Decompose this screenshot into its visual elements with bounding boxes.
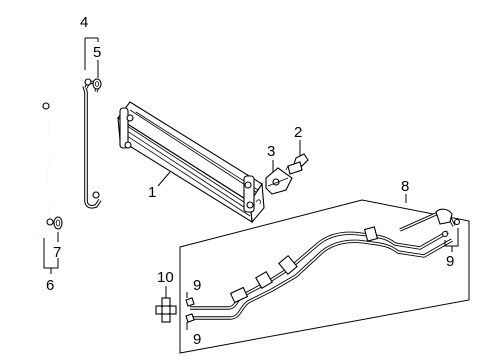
clip-9-lower — [185, 313, 195, 323]
bolt-2 — [285, 153, 309, 175]
leader-lines — [43, 37, 459, 330]
callout-9-lower: 9 — [193, 331, 201, 348]
clips-9-right — [441, 218, 461, 238]
callout-labels: 1 2 3 4 5 6 7 8 9 9 9 10 — [46, 14, 454, 348]
callout-8: 8 — [401, 178, 409, 195]
callout-1: 1 — [148, 184, 156, 201]
fitting-10 — [155, 297, 177, 323]
callout-9-right: 9 — [446, 253, 454, 270]
callout-6: 6 — [46, 277, 54, 294]
callout-5: 5 — [93, 44, 101, 61]
callout-9-upper: 9 — [193, 277, 201, 294]
left-cooler-line — [35, 102, 54, 239]
upper-cooler-line — [82, 78, 102, 209]
assembly-box-8 — [179, 199, 470, 354]
callout-2: 2 — [294, 124, 302, 141]
callout-7: 7 — [53, 244, 61, 261]
bracket-3 — [265, 167, 293, 195]
washer-5 — [92, 78, 102, 90]
oil-cooler — [117, 101, 265, 224]
hose-assembly — [190, 208, 456, 320]
callout-10: 10 — [157, 269, 174, 286]
clip-9-upper — [185, 297, 195, 307]
callout-3: 3 — [267, 143, 275, 160]
callout-4: 4 — [80, 14, 88, 31]
washer-7 — [53, 216, 63, 230]
